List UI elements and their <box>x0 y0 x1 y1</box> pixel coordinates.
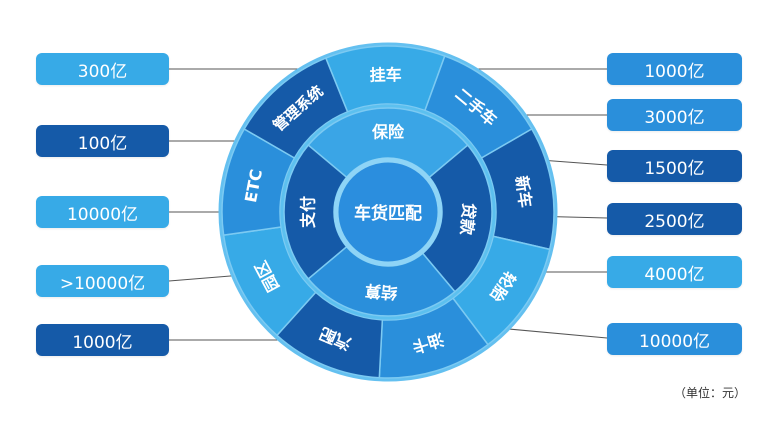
outer-ring-segments <box>221 45 555 379</box>
value-box-baoxian: 3000亿 <box>607 99 742 131</box>
value-text: 10000亿 <box>66 204 139 225</box>
value-box-daikuan: 2500亿 <box>607 203 742 235</box>
center-label: 车货匹配 <box>354 203 422 224</box>
value-box-guanli: 100亿 <box>36 125 169 157</box>
middle-segment-label: 结算 <box>364 281 399 303</box>
value-box-xinche: 1500亿 <box>607 150 742 182</box>
value-text: 10000亿 <box>638 331 711 352</box>
middle-segment-label: 保险 <box>371 123 405 142</box>
value-box-luntai: 4000亿 <box>607 256 742 288</box>
center-circle <box>333 157 443 267</box>
value-text: 100亿 <box>77 133 128 154</box>
middle-segment-label: 支付 <box>299 196 318 229</box>
value-text: 3000亿 <box>644 107 705 128</box>
value-text: 2500亿 <box>644 211 705 232</box>
value-box-ershouche: 1000亿 <box>607 53 742 85</box>
unit-note: （单位：元） <box>673 386 746 400</box>
outer-segment <box>243 57 349 160</box>
value-box-qipei: 1000亿 <box>36 324 169 356</box>
outer-segment-label: 挂车 <box>369 65 401 85</box>
value-text: 4000亿 <box>644 264 705 285</box>
value-text: >10000亿 <box>59 273 146 294</box>
value-text: 1500亿 <box>644 158 705 179</box>
value-text: 1000亿 <box>644 61 705 82</box>
value-text: 1000亿 <box>72 332 133 353</box>
middle-ring-segments <box>283 107 493 317</box>
outer-segment-label: 新车 <box>512 175 536 209</box>
value-box-etc: 10000亿 <box>36 196 169 228</box>
value-text: 300亿 <box>77 61 128 82</box>
middle-segment-label: 贷款 <box>457 202 479 237</box>
value-box-yuanqu: >10000亿 <box>36 265 169 297</box>
value-box-youka: 10000亿 <box>607 323 742 355</box>
connector-line <box>539 159 608 166</box>
value-box-guache: 300亿 <box>36 53 169 85</box>
